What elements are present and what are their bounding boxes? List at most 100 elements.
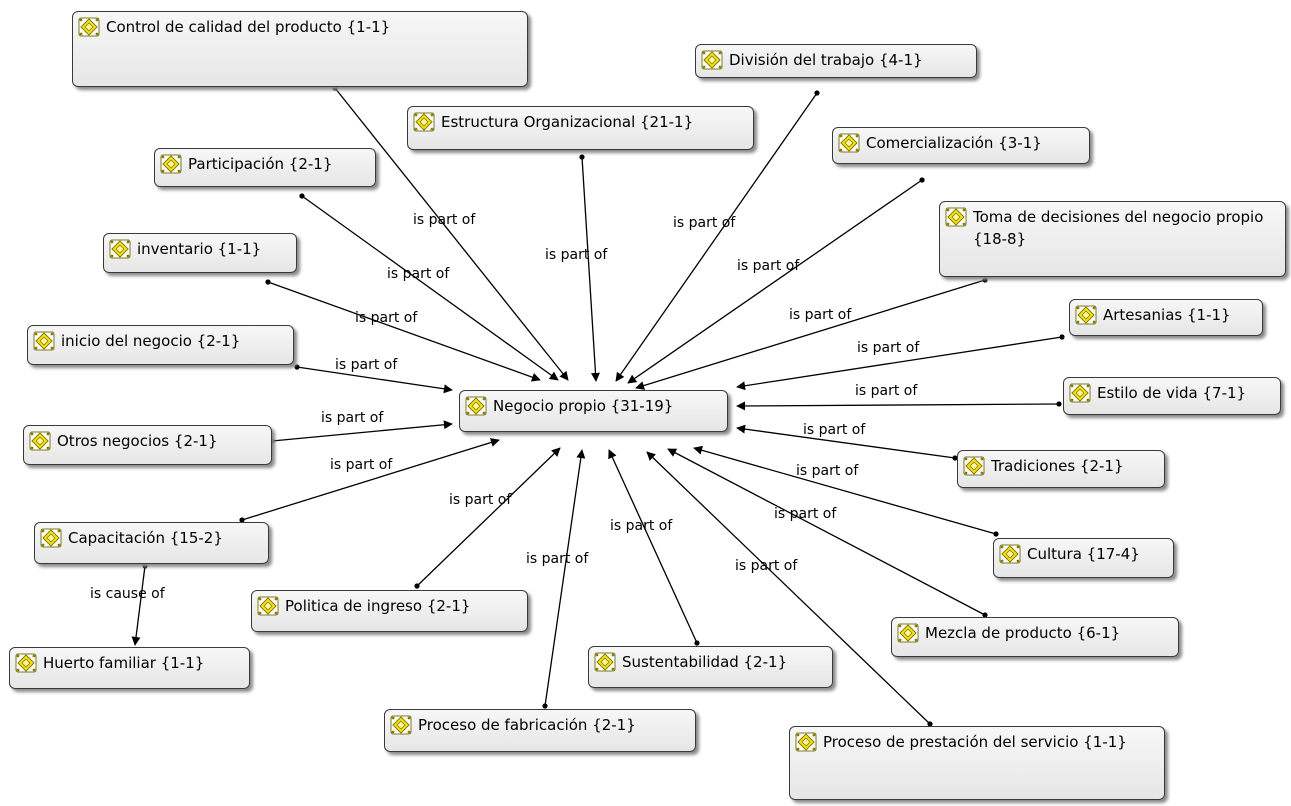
edge-label: is part of [789, 307, 852, 323]
node-label: Cultura {17-4} [1027, 545, 1140, 563]
edge-control-calidad-to-negocio-propio[interactable] [334, 87, 569, 381]
edge-start-dot [265, 279, 271, 285]
code-family-icon [160, 154, 182, 174]
edge-label: is part of [610, 518, 673, 534]
edge-toma-decisiones-to-negocio-propio[interactable] [635, 279, 986, 390]
node-label: Tradiciones {2-1} [991, 457, 1124, 475]
edge-mezcla-producto-to-negocio-propio[interactable] [667, 448, 986, 616]
edge-participacion-to-negocio-propio[interactable] [301, 195, 559, 381]
edge-start-dot [294, 364, 300, 370]
node-label: Huerto familiar {1-1} [43, 654, 205, 672]
node-inventario[interactable]: inventario {1-1} [103, 233, 297, 273]
node-sustentabilidad[interactable]: Sustentabilidad {2-1} [588, 646, 833, 688]
node-label: Comercialización {3-1} [866, 134, 1042, 152]
edge-artesanias-to-negocio-propio[interactable] [736, 336, 1063, 391]
node-participacion[interactable]: Participación {2-1} [154, 148, 376, 187]
edge-label: is part of [857, 340, 920, 356]
node-capacitacion[interactable]: Capacitación {15-2} [34, 522, 269, 564]
edge-estructura-org-to-negocio-propio[interactable] [581, 156, 600, 382]
code-family-icon [413, 112, 435, 132]
edge-start-dot [239, 517, 245, 523]
node-label: Proceso de prestación del servicio {1-1} [823, 733, 1127, 751]
edge-capacitacion-to-huerto-familiar[interactable] [131, 565, 146, 646]
node-label: Negocio propio {31-19} [493, 397, 674, 415]
edge-cultura-to-negocio-propio[interactable] [693, 445, 997, 535]
edge-label: is part of [321, 410, 384, 426]
node-label: Politica de ingreso {2-1} [285, 597, 471, 615]
edge-start-dot [952, 455, 958, 461]
edge-otros-negocios-to-negocio-propio[interactable] [271, 420, 453, 442]
edge-label: is part of [545, 247, 608, 263]
node-tradiciones[interactable]: Tradiciones {2-1} [957, 450, 1165, 488]
node-proceso-servicio[interactable]: Proceso de prestación del servicio {1-1} [789, 726, 1165, 800]
code-family-icon [78, 17, 100, 37]
node-label: inventario {1-1} [137, 240, 262, 258]
node-label: Participación {2-1} [188, 155, 333, 173]
edge-start-dot [993, 531, 999, 537]
node-toma-decisiones[interactable]: Toma de decisiones del negocio propio {1… [939, 201, 1286, 277]
edge-tradiciones-to-negocio-propio[interactable] [736, 424, 956, 459]
code-family-icon [1069, 383, 1091, 403]
code-family-icon [40, 528, 62, 548]
edge-label: is part of [803, 422, 866, 438]
code-family-icon [594, 652, 616, 672]
code-family-icon [838, 133, 860, 153]
node-label: inicio del negocio {2-1} [61, 332, 241, 350]
code-family-icon [999, 544, 1021, 564]
edge-label: is cause of [90, 586, 166, 602]
edge-label: is part of [449, 492, 512, 508]
node-label: Proceso de fabricación {2-1} [418, 716, 636, 734]
edge-start-dot [927, 721, 933, 727]
edge-proceso-servicio-to-negocio-propio[interactable] [646, 451, 931, 725]
edge-capacitacion-to-negocio-propio[interactable] [241, 438, 500, 521]
node-comercializacion[interactable]: Comercialización {3-1} [832, 127, 1090, 164]
node-otros-negocios[interactable]: Otros negocios {2-1} [23, 425, 272, 465]
node-label: Artesanias {1-1} [1103, 306, 1231, 324]
node-label: Mezcla de producto {6-1} [925, 624, 1121, 642]
edge-label: is part of [737, 258, 800, 274]
node-politica-ingreso[interactable]: Politica de ingreso {2-1} [251, 590, 528, 632]
edge-start-dot [694, 640, 700, 646]
node-artesanias[interactable]: Artesanias {1-1} [1069, 299, 1263, 336]
code-family-icon [465, 396, 487, 416]
edge-label: is part of [855, 383, 918, 399]
node-mezcla-producto[interactable]: Mezcla de producto {6-1} [891, 617, 1179, 657]
edge-label: is part of [526, 551, 589, 567]
edge-proceso-fabricacion-to-negocio-propio[interactable] [544, 449, 586, 707]
code-family-icon [15, 653, 37, 673]
code-family-icon [897, 623, 919, 643]
edge-comercializacion-to-negocio-propio[interactable] [627, 179, 923, 384]
edge-label: is part of [796, 463, 859, 479]
node-estilo-vida[interactable]: Estilo de vida {7-1} [1063, 377, 1281, 415]
edge-sustentabilidad-to-negocio-propio[interactable] [608, 449, 698, 644]
code-family-icon [701, 50, 723, 70]
node-control-calidad[interactable]: Control de calidad del producto {1-1} [72, 11, 528, 87]
edge-label: is part of [774, 506, 837, 522]
node-huerto-familiar[interactable]: Huerto familiar {1-1} [9, 647, 250, 689]
edge-label: is part of [673, 215, 736, 231]
edge-label: is part of [413, 212, 476, 228]
node-negocio-propio[interactable]: Negocio propio {31-19} [459, 390, 728, 432]
edge-division-trabajo-to-negocio-propio[interactable] [615, 92, 818, 382]
code-family-icon [963, 456, 985, 476]
edge-start-dot [142, 563, 148, 569]
node-estructura-org[interactable]: Estructura Organizacional {21-1} [407, 106, 754, 150]
node-cultura[interactable]: Cultura {17-4} [993, 538, 1174, 578]
edge-start-dot [542, 703, 548, 709]
edge-inventario-to-negocio-propio[interactable] [267, 281, 541, 382]
node-label: Toma de decisiones del negocio propio {1… [973, 208, 1264, 248]
edge-start-dot [1059, 334, 1065, 340]
edge-start-dot [919, 177, 925, 183]
edge-estilo-vida-to-negocio-propio[interactable] [736, 401, 1060, 411]
edge-label: is part of [735, 558, 798, 574]
node-proceso-fabricacion[interactable]: Proceso de fabricación {2-1} [384, 709, 696, 752]
node-label: Otros negocios {2-1} [57, 432, 218, 450]
node-division-trabajo[interactable]: División del trabajo {4-1} [695, 44, 977, 78]
edge-start-dot [814, 90, 820, 96]
code-family-icon [795, 732, 817, 752]
node-inicio-negocio[interactable]: inicio del negocio {2-1} [27, 325, 294, 365]
edge-inicio-negocio-to-negocio-propio[interactable] [296, 366, 453, 394]
code-family-icon [109, 239, 131, 259]
edge-politica-ingreso-to-negocio-propio[interactable] [416, 447, 561, 587]
edge-start-dot [982, 277, 988, 283]
